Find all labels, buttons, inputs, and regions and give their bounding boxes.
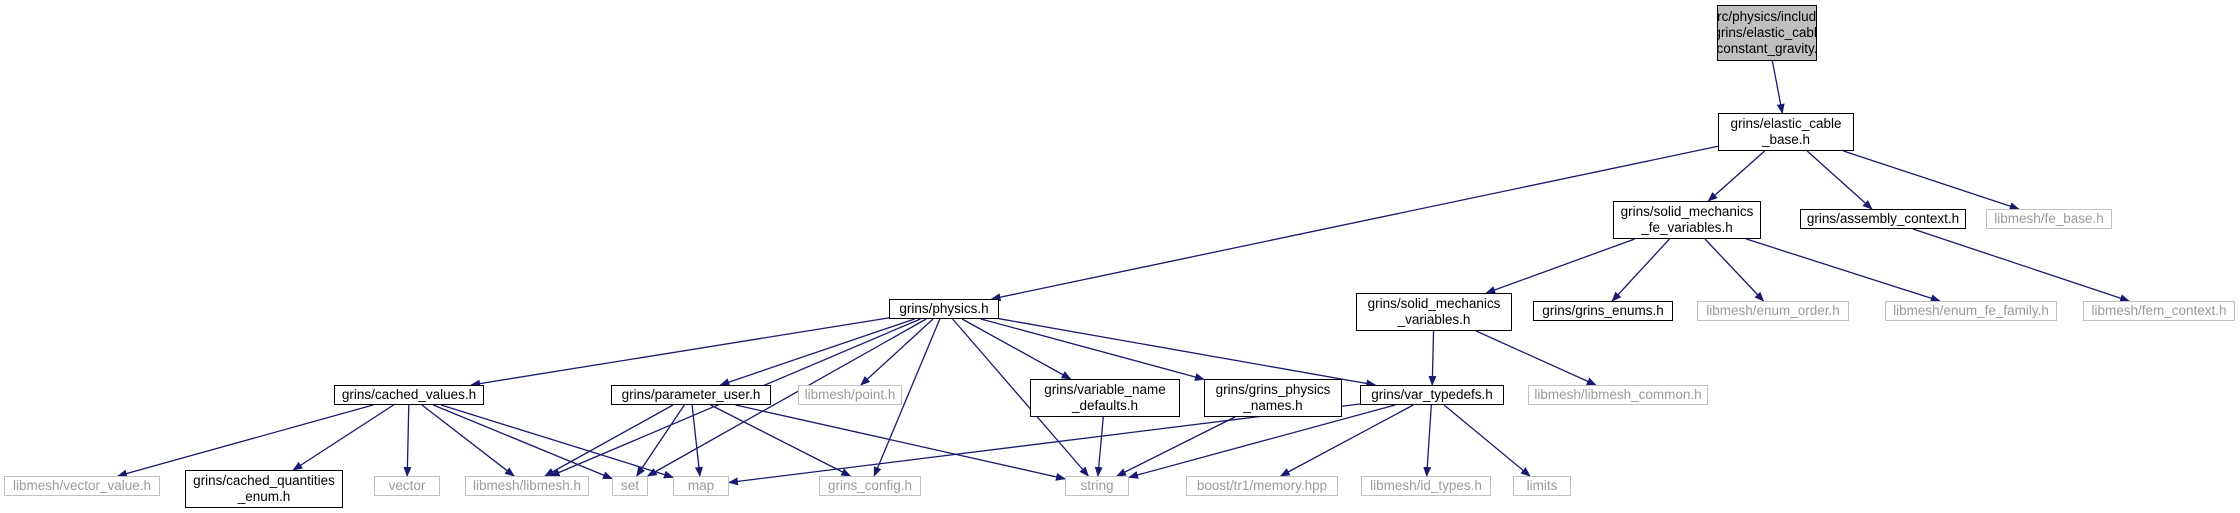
node-fe-base: libmesh/fe_base.h [1986, 209, 2112, 229]
node-grins-enums[interactable]: grins/grins_enums.h [1533, 301, 1673, 321]
edge-elastic_base-to-assembly_ctx [1806, 150, 1873, 210]
edge-physics-to-var_typedefs [998, 318, 1377, 388]
node-root[interactable]: src/physics/include /grins/elastic_cable… [1717, 5, 1817, 61]
edge-param_user-to-grins_config [710, 404, 852, 477]
edge-elastic_base-to-physics [990, 145, 1719, 302]
edge-solid_vars-to-var_typedefs [1428, 330, 1437, 386]
edge-var_typedefs-to-limits [1443, 404, 1531, 477]
edge-var_name_defaults-to-string [1094, 416, 1104, 477]
edge-param_user-to-map [691, 404, 703, 477]
edge-physics-to-cached_values [470, 317, 890, 388]
edge-cached_values-to-vector_value [116, 404, 374, 478]
edge-cached_values-to-set [433, 404, 613, 480]
node-solid-vars[interactable]: grins/solid_mechanics _variables.h [1356, 293, 1512, 331]
edge-var_typedefs-to-map [728, 403, 1361, 486]
edge-root-to-elastic_base [1771, 60, 1785, 114]
node-param-user[interactable]: grins/parameter_user.h [611, 385, 771, 405]
node-boost-memory: boost/tr1/memory.hpp [1186, 476, 1338, 496]
edge-physics-to-string [952, 318, 1090, 477]
node-assembly-ctx[interactable]: grins/assembly_context.h [1800, 209, 1966, 229]
node-physics[interactable]: grins/physics.h [889, 299, 999, 319]
edge-physics-to-point [860, 318, 934, 386]
node-var-typedefs[interactable]: grins/var_typedefs.h [1360, 385, 1504, 405]
node-elastic-base[interactable]: grins/elastic_cable _base.h [1718, 113, 1854, 151]
edge-cached_values-to-cached_qty_enum [292, 404, 394, 471]
edge-param_user-to-set [636, 404, 685, 477]
node-id-types: libmesh/id_types.h [1361, 476, 1491, 496]
node-libmesh-h: libmesh/libmesh.h [465, 476, 589, 496]
edge-assembly_ctx-to-fem_context [1912, 228, 2130, 302]
node-cached-values[interactable]: grins/cached_values.h [334, 385, 484, 405]
node-cached-qty-enum[interactable]: grins/cached_quantities _enum.h [185, 470, 343, 508]
edge-physics-to-physics_names [980, 318, 1205, 381]
edge-var_typedefs-to-id_types [1423, 404, 1432, 477]
edge-var_typedefs-to-boost_memory [1279, 404, 1414, 477]
node-set: set [612, 476, 648, 496]
node-libmesh-common: libmesh/libmesh_common.h [1528, 385, 1708, 405]
edge-solid_fe_vars-to-enum_order [1704, 238, 1765, 302]
edge-elastic_base-to-fe_base [1843, 150, 2020, 210]
node-map: map [673, 476, 729, 496]
node-var-name-defaults[interactable]: grins/variable_name _defaults.h [1030, 379, 1180, 417]
node-string: string [1065, 476, 1129, 496]
edge-solid_fe_vars-to-grins_enums [1611, 238, 1670, 302]
edge-physics-to-set [646, 318, 927, 477]
node-point: libmesh/point.h [798, 385, 902, 405]
node-fem-context: libmesh/fem_context.h [2083, 301, 2235, 321]
edge-cached_values-to-vector [403, 404, 412, 477]
edge-cached_values-to-libmesh_h [421, 404, 515, 477]
node-vector-value: libmesh/vector_value.h [4, 476, 160, 496]
edge-param_user-to-libmesh_h [544, 404, 674, 477]
edge-physics-to-param_user [719, 318, 915, 386]
edge-layer [116, 60, 2130, 486]
edge-solid_vars-to-libmesh_common [1475, 330, 1597, 386]
edge-solid_fe_vars-to-enum_fe_family [1746, 238, 1941, 303]
edge-solid_fe_vars-to-solid_vars [1485, 238, 1635, 294]
edge-var_typedefs-to-string [1128, 404, 1396, 479]
node-solid-fe-vars[interactable]: grins/solid_mechanics _fe_variables.h [1613, 201, 1761, 239]
node-enum-order: libmesh/enum_order.h [1697, 301, 1849, 321]
node-limits: limits [1513, 476, 1571, 496]
edge-cached_values-to-map [440, 404, 674, 479]
edge-physics_names-to-string [1116, 416, 1236, 477]
edge-physics-to-grins_config [873, 318, 941, 477]
edge-param_user-to-string [735, 404, 1066, 481]
node-physics-names[interactable]: grins/grins_physics _names.h [1204, 379, 1342, 417]
edge-physics-to-var_name_defaults [961, 318, 1072, 380]
node-vector: vector [374, 476, 440, 496]
node-grins-config: grins_config.h [819, 476, 921, 496]
node-enum-fe-family: libmesh/enum_fe_family.h [1885, 301, 2057, 321]
edge-elastic_base-to-solid_fe_vars [1707, 150, 1766, 202]
